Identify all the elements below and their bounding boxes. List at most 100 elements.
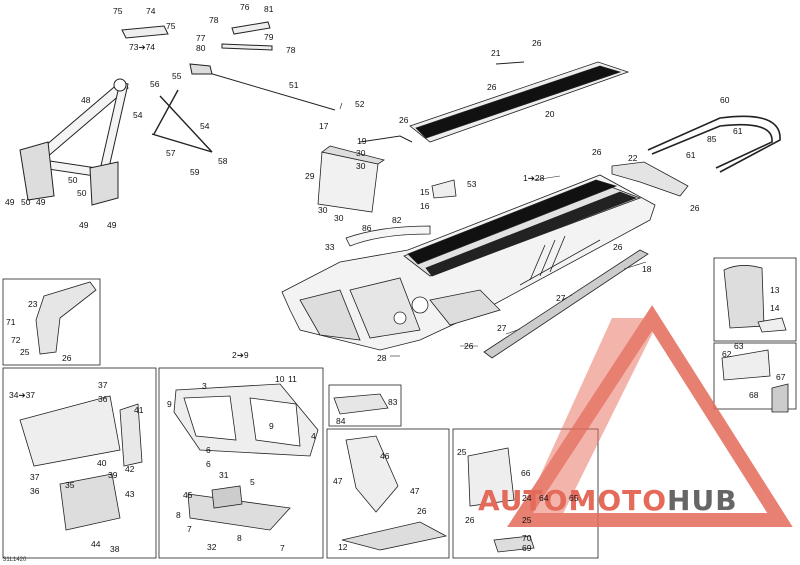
callout: 26: [465, 515, 475, 525]
watermark-hub: HUB: [667, 484, 738, 517]
callout: 22: [628, 153, 638, 163]
callout: 38: [110, 544, 120, 554]
inset-box-23: [2, 278, 101, 366]
callout: 75: [113, 6, 123, 16]
callout: 61: [686, 150, 696, 160]
inset-box-66: [452, 428, 599, 559]
clip-15: [431, 179, 457, 199]
callout: 49: [5, 197, 15, 207]
cable-19: [359, 135, 413, 143]
tunnel-reinforcement: [409, 61, 630, 143]
callout: 31: [219, 470, 229, 480]
callout: 48: [81, 95, 91, 105]
callout: 60: [720, 95, 730, 105]
callout: 49: [107, 220, 117, 230]
callout: 19: [357, 136, 367, 146]
callout: 32: [207, 542, 217, 552]
callout: 50: [68, 175, 78, 185]
callout: 25: [20, 347, 30, 357]
callout: 26: [613, 242, 623, 252]
front-a-frame: [19, 78, 129, 206]
callout: 26: [690, 203, 700, 213]
bracket-23: [35, 281, 97, 355]
callout: 77: [196, 33, 206, 43]
callout: 2➔9: [232, 350, 249, 360]
callout: 46: [380, 451, 390, 461]
callout: 80: [196, 43, 206, 53]
rear-bumper: [647, 115, 781, 173]
inset-box-62: [713, 342, 797, 410]
callout: 11: [288, 374, 297, 384]
callout: 72: [11, 335, 21, 345]
callout: 30: [318, 205, 328, 215]
callout: 50: [77, 188, 87, 198]
frame-2-9: [173, 383, 319, 531]
bracket-34: [19, 395, 143, 531]
callout: 18: [642, 264, 652, 274]
inset-box-83: [328, 384, 402, 427]
watermark-auto: AUTO: [478, 484, 569, 517]
bracket-62: [721, 349, 789, 413]
callout: 55: [172, 71, 182, 81]
panel-29: [317, 145, 385, 213]
callout: 56: [150, 79, 160, 89]
callout: 74: [146, 6, 156, 16]
callout: 65: [569, 493, 579, 503]
callout: 49: [36, 197, 46, 207]
inset-box-34: [2, 367, 157, 559]
callout: 27: [497, 323, 507, 333]
callout: 6: [206, 445, 211, 455]
callout: 33: [325, 242, 335, 252]
callout: 84: [336, 416, 346, 426]
callout: 75: [166, 21, 176, 31]
callout: 52: [355, 99, 365, 109]
part-21: [495, 61, 525, 65]
callout: 16: [420, 201, 430, 211]
steering-rod-51: [189, 63, 336, 111]
callout: 73➔74: [129, 42, 156, 52]
callout: 26: [464, 341, 474, 351]
callout: 81: [264, 4, 274, 14]
runner-strip: [483, 249, 649, 359]
callout: 21: [491, 48, 501, 58]
callout: 36: [30, 486, 40, 496]
callout: 66: [521, 468, 531, 478]
watermark-moto: MOTO: [568, 484, 668, 517]
callout: 86: [362, 223, 372, 233]
callout: 25: [457, 447, 467, 457]
callout: 57: [166, 148, 176, 158]
callout: 71: [6, 317, 16, 327]
bracket-22: [611, 161, 689, 197]
callout: 63: [734, 341, 744, 351]
callout: 83: [388, 397, 398, 407]
callout: 12: [338, 542, 348, 552]
callout: 37: [98, 380, 108, 390]
callout: 17: [319, 121, 329, 131]
callout: 37: [30, 472, 40, 482]
main-chassis: [281, 174, 656, 351]
callout: 34➔37: [9, 390, 36, 400]
callout: 13: [770, 285, 780, 295]
callout: 25: [522, 515, 532, 525]
callout: 54: [133, 110, 143, 120]
support-rods: [151, 89, 213, 153]
callout: 50: [21, 197, 31, 207]
callout: 47: [410, 486, 420, 496]
callout: 10: [275, 374, 285, 384]
callout: 30: [334, 213, 344, 223]
callout: 85: [707, 134, 717, 144]
callout: 9: [167, 399, 172, 409]
callout: 68: [749, 390, 759, 400]
callout: 49: [79, 220, 89, 230]
callout: 27: [556, 293, 566, 303]
callout: 24: [522, 493, 532, 503]
callout: 9: [269, 421, 274, 431]
callout: 41: [134, 405, 144, 415]
callout: 64: [539, 493, 549, 503]
bracket-66: [467, 447, 535, 553]
callout: 26: [532, 38, 542, 48]
leader-lines: [339, 102, 647, 357]
callout: 44: [91, 539, 101, 549]
callout: 39: [108, 470, 118, 480]
